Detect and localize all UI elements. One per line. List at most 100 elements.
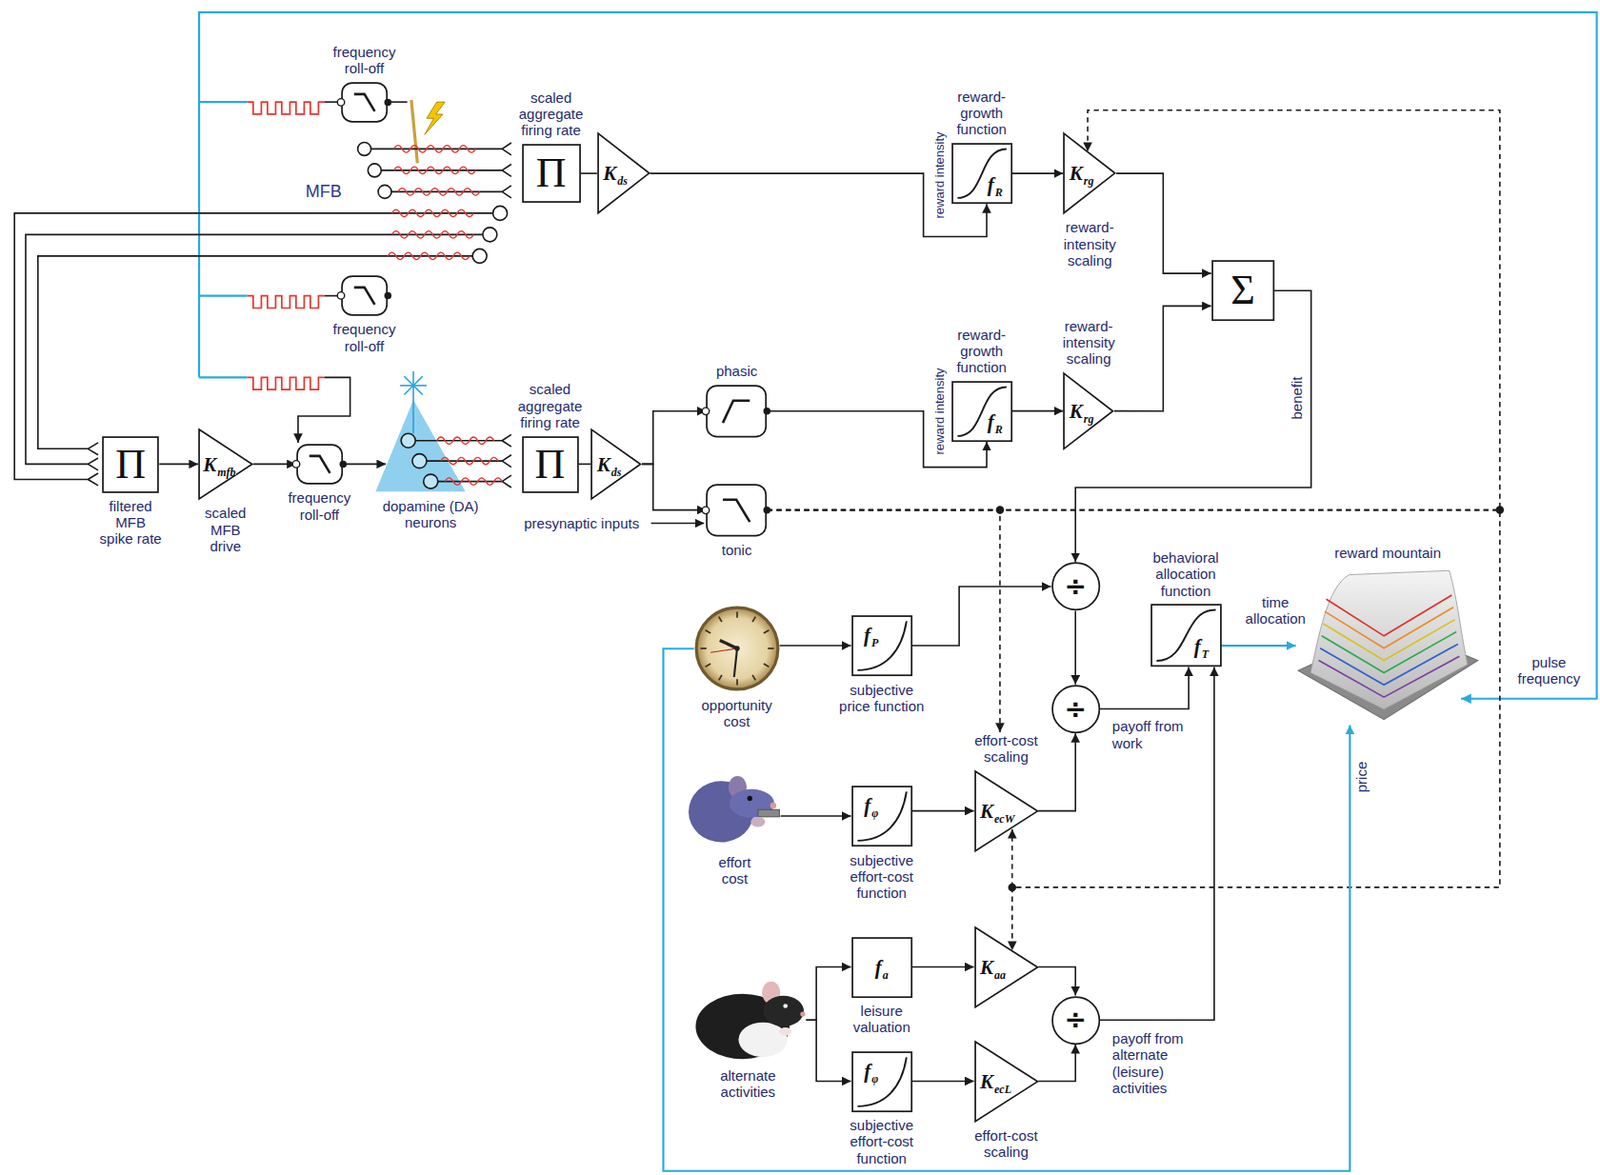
signal-connector — [579, 463, 592, 466]
input-port — [337, 98, 344, 105]
signal-connector — [1100, 667, 1215, 1021]
shape-outline — [688, 762, 780, 849]
triangle-outline — [975, 1041, 1038, 1122]
illustration-part — [403, 376, 422, 395]
function-curve — [857, 620, 906, 670]
signal-connector — [159, 463, 199, 466]
clock-tick — [767, 648, 774, 651]
node-caption: subjective price function — [833, 681, 931, 716]
clock-tick — [718, 617, 721, 623]
contour-line — [1324, 606, 1454, 648]
measurement-connector — [1220, 644, 1296, 647]
symbol-subscript: ecL — [994, 1081, 1012, 1096]
symbol-letter: ÷ — [1064, 1003, 1087, 1036]
action-potentials — [387, 145, 480, 260]
rat-nose — [800, 1011, 806, 1017]
illustration-part — [403, 376, 422, 395]
symbol-letter: Π — [115, 440, 146, 488]
symbol-subscript: φ — [871, 1071, 879, 1085]
signal-connector — [780, 644, 852, 647]
tonic-filter: tonic — [705, 483, 767, 538]
illustration-part — [394, 145, 477, 153]
symbol: fT — [1193, 637, 1210, 658]
symbol-letter: Π — [536, 149, 567, 197]
shape-outline — [1296, 566, 1480, 726]
clock-pin — [734, 646, 740, 652]
output-port — [383, 292, 391, 300]
symbol-subscript: P — [871, 636, 879, 650]
filter-response — [722, 500, 750, 522]
function-curve — [1156, 610, 1216, 662]
node-caption: alternate activities — [701, 1067, 794, 1101]
rat-lever-picture: effort cost — [688, 762, 780, 849]
illustration-part — [400, 371, 427, 434]
pulse-train — [246, 101, 324, 390]
shape-outline — [694, 605, 780, 692]
illustration-part — [438, 475, 512, 488]
lever — [758, 810, 780, 818]
symbol-letter: K — [597, 452, 611, 476]
symbol-subscript: ds — [611, 464, 622, 479]
node-caption: scaled aggregate firing rate — [510, 89, 593, 140]
illustration-part — [482, 227, 498, 242]
frequency-rolloff-filter: frequency roll-off — [340, 275, 388, 317]
function-box: fRreward-growth function — [951, 142, 1013, 204]
symbol: Π — [534, 443, 567, 486]
illustration-part — [246, 296, 324, 309]
gain-triangle: KecWeffort-cost scaling — [974, 770, 1040, 853]
mountain-surface — [1310, 570, 1468, 710]
function-box: fRreward-growth function — [951, 380, 1013, 442]
clock-hand — [719, 640, 737, 650]
symbol: Σ — [1229, 269, 1257, 312]
filter-response — [722, 400, 750, 423]
filter-outline — [341, 276, 387, 316]
rat-nose — [770, 802, 777, 809]
gain-triangle: Krgreward-intensity scaling — [1062, 372, 1115, 450]
clock-tick — [736, 680, 739, 686]
node-caption: reward-growth function — [944, 88, 1019, 139]
triangle-outline — [975, 927, 1038, 1008]
signal-connector — [1038, 966, 1076, 996]
node-caption: effort-cost scaling — [959, 1127, 1054, 1161]
signal-label: pulse frequency — [1509, 654, 1590, 688]
input-port — [702, 407, 710, 415]
symbol-letter: Σ — [1230, 266, 1256, 314]
illustration-part — [1011, 829, 1013, 888]
output-port — [763, 407, 771, 415]
triangle-outline — [975, 771, 1038, 852]
circle-outline — [1052, 997, 1100, 1044]
box-outline — [852, 786, 912, 846]
input-port — [337, 292, 344, 300]
output-port — [763, 506, 771, 514]
illustration-part — [343, 463, 386, 466]
input-label: presynaptic inputs — [523, 515, 640, 532]
illustration-part — [394, 166, 477, 174]
illustration-part — [493, 205, 508, 220]
signal-connector — [912, 810, 975, 813]
clock-tick — [752, 617, 756, 623]
structure-label: MFB — [305, 181, 342, 202]
signal-connector — [1038, 733, 1076, 811]
symbol: ÷ — [1063, 696, 1088, 723]
illustration-part — [398, 188, 480, 196]
circle-outline — [1052, 685, 1100, 733]
shape-outline — [340, 81, 388, 123]
connector-label: payoff from work — [1112, 718, 1204, 752]
divide-circle: ÷ — [1051, 561, 1100, 611]
symbol-letter: f — [863, 794, 871, 818]
output-port — [383, 98, 391, 105]
node-caption: opportunity cost — [690, 697, 782, 731]
symbol-letter: K — [202, 452, 217, 476]
node-caption: subjective effort-cost function — [834, 852, 929, 902]
function-box: faleisure valuation — [851, 937, 913, 999]
function-box: fPsubjective price function — [851, 615, 913, 677]
structure-label: dopamine (DA) neurons — [374, 498, 487, 532]
signal-connector — [1012, 172, 1064, 175]
symbol: KecW — [979, 800, 1016, 821]
node-caption: tonic — [721, 541, 753, 559]
illustration-part — [437, 437, 503, 485]
node-caption: reward-intensity scaling — [1047, 318, 1130, 368]
signal-wire — [298, 101, 704, 523]
node-caption: phasic — [716, 362, 758, 380]
